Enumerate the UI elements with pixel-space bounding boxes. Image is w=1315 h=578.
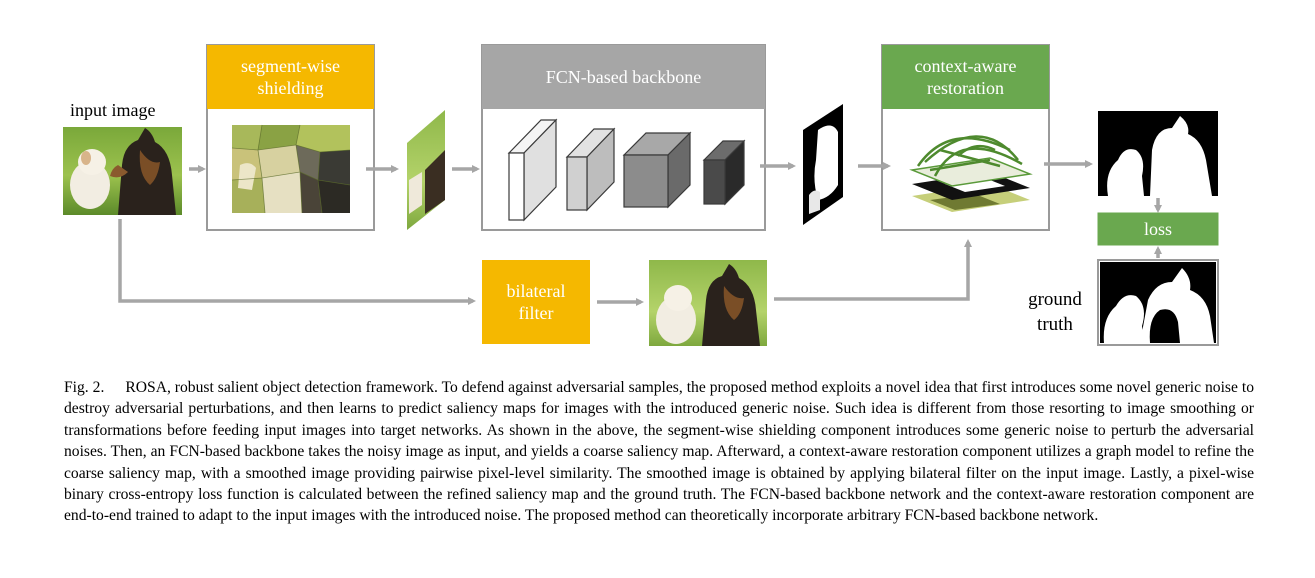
fcn-backbone-text: FCN-based backbone [545, 67, 702, 87]
shielding-header [207, 45, 374, 109]
fcn-header [482, 45, 765, 109]
segmented-image [231, 124, 351, 214]
flow-arrows [118, 160, 1162, 306]
bilateral-filter-box [482, 260, 590, 344]
input-image-photo [63, 127, 182, 215]
context-aware-restoration-text: context-aware restoration [914, 56, 1017, 98]
input-image-label: input image [70, 100, 156, 120]
conv-block-1 [507, 118, 558, 222]
bilateral-filter-title: bilateral filter [482, 260, 590, 344]
ground-truth-label: ground truth [1028, 289, 1082, 335]
loss-text: loss [1143, 219, 1172, 239]
ground-truth-image [1097, 259, 1219, 346]
conv-block-2 [565, 127, 616, 212]
refined-saliency-map [1098, 111, 1218, 196]
loss-box [1097, 212, 1219, 246]
restoration-header [882, 45, 1049, 109]
figure-caption: Fig. 2.ROSA, robust salient object detec… [64, 377, 1254, 527]
segment-wise-shielding-title: segment-wise shielding [207, 45, 374, 109]
framework-diagram [63, 44, 1219, 346]
segment-wise-shielding-text: segment-wise shielding [241, 56, 340, 98]
conv-block-3 [622, 131, 692, 209]
caption-text: ROSA, robust salient object detection fr… [64, 379, 1254, 525]
loss-title: loss [1098, 213, 1218, 245]
context-aware-restoration-title: context-aware restoration [882, 45, 1049, 109]
graph-model-illustration [909, 135, 1033, 212]
bilateral-filter-text: bilateral filter [506, 281, 566, 323]
smoothed-image [649, 260, 767, 346]
coarse-saliency-map [803, 104, 843, 225]
fcn-backbone-title: FCN-based backbone [482, 45, 765, 109]
caption-label: Fig. 2. [64, 379, 105, 396]
noisy-image [407, 110, 445, 230]
conv-block-4 [702, 139, 746, 206]
